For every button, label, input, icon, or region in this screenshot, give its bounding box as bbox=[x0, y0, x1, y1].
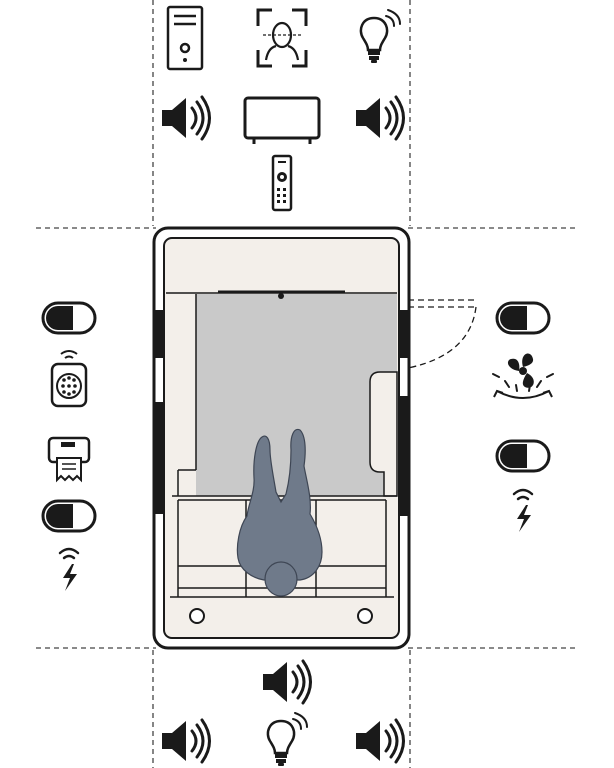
window-left-bottom bbox=[155, 402, 164, 514]
toggle-switch-icon bbox=[41, 499, 97, 533]
zone-guide-lines bbox=[36, 0, 578, 768]
remote-control-icon bbox=[271, 154, 293, 212]
smart-lock-keypad-icon bbox=[50, 350, 88, 408]
window-left-top bbox=[155, 310, 164, 358]
toggle-switch-icon bbox=[495, 439, 551, 473]
speaker-icon bbox=[160, 95, 211, 141]
smart-bulb-icon bbox=[359, 8, 402, 65]
speaker-icon bbox=[354, 95, 405, 141]
ceiling-fan-icon bbox=[492, 353, 554, 399]
receipt-printer-icon bbox=[47, 436, 91, 483]
swing-door bbox=[407, 299, 477, 369]
speaker-icon bbox=[160, 718, 211, 764]
person-figure bbox=[236, 428, 323, 597]
wall-cabinet bbox=[369, 371, 398, 497]
speaker-icon bbox=[261, 659, 312, 705]
tv-icon bbox=[243, 96, 321, 144]
smart-bulb-icon bbox=[266, 711, 309, 768]
window-right-top bbox=[399, 310, 408, 358]
speaker-icon bbox=[354, 718, 405, 764]
wireless-power-icon bbox=[512, 488, 534, 534]
toggle-switch-icon bbox=[41, 301, 97, 335]
wireless-power-icon bbox=[58, 547, 80, 593]
floor-light bbox=[189, 608, 205, 624]
room-floor-plan bbox=[152, 226, 477, 650]
pc-tower-icon bbox=[166, 5, 204, 71]
face-recognition-icon bbox=[256, 8, 308, 68]
floor-light bbox=[357, 608, 373, 624]
window-right-bottom bbox=[399, 396, 408, 516]
toggle-switch-icon bbox=[495, 301, 551, 335]
